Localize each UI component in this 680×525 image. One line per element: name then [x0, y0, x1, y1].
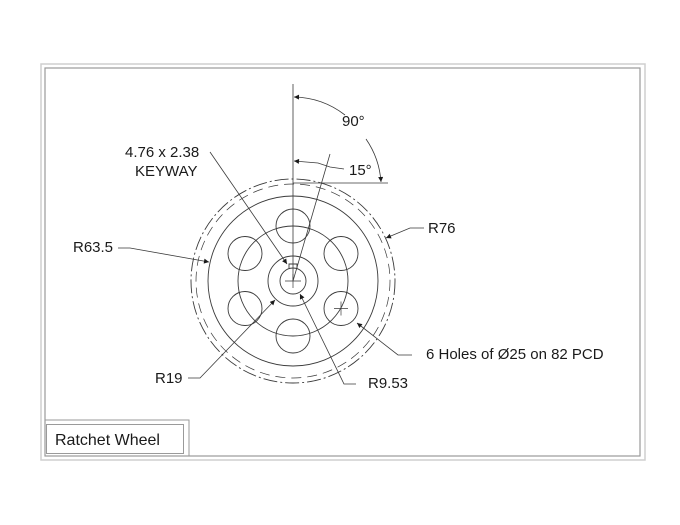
angle-15-label: 15° [349, 162, 372, 179]
holes-label: 6 Holes of Ø25 on 82 PCD [426, 346, 604, 363]
keyway-size-label: 4.76 x 2.38 [125, 144, 200, 161]
r76-label: R76 [428, 220, 456, 237]
angle-90-label: 90° [342, 113, 365, 130]
r63-5-label: R63.5 [73, 239, 114, 256]
r19-label: R19 [155, 370, 183, 387]
title-block: Ratchet Wheel [46, 424, 184, 454]
inner-border [44, 67, 641, 457]
hole-3 [323, 291, 359, 326]
dimension-lines [118, 84, 424, 385]
drawing-title: Ratchet Wheel [55, 432, 160, 449]
hole-center-mark [334, 301, 348, 316]
hole-2 [323, 236, 359, 271]
hole-6 [227, 236, 263, 271]
keyway-label: KEYWAY [135, 163, 198, 180]
r9-53-label: R9.53 [368, 375, 409, 392]
title-block-frame [44, 419, 190, 457]
outer-border [40, 63, 646, 461]
hole-4 [275, 318, 311, 354]
hole-5 [227, 291, 263, 326]
